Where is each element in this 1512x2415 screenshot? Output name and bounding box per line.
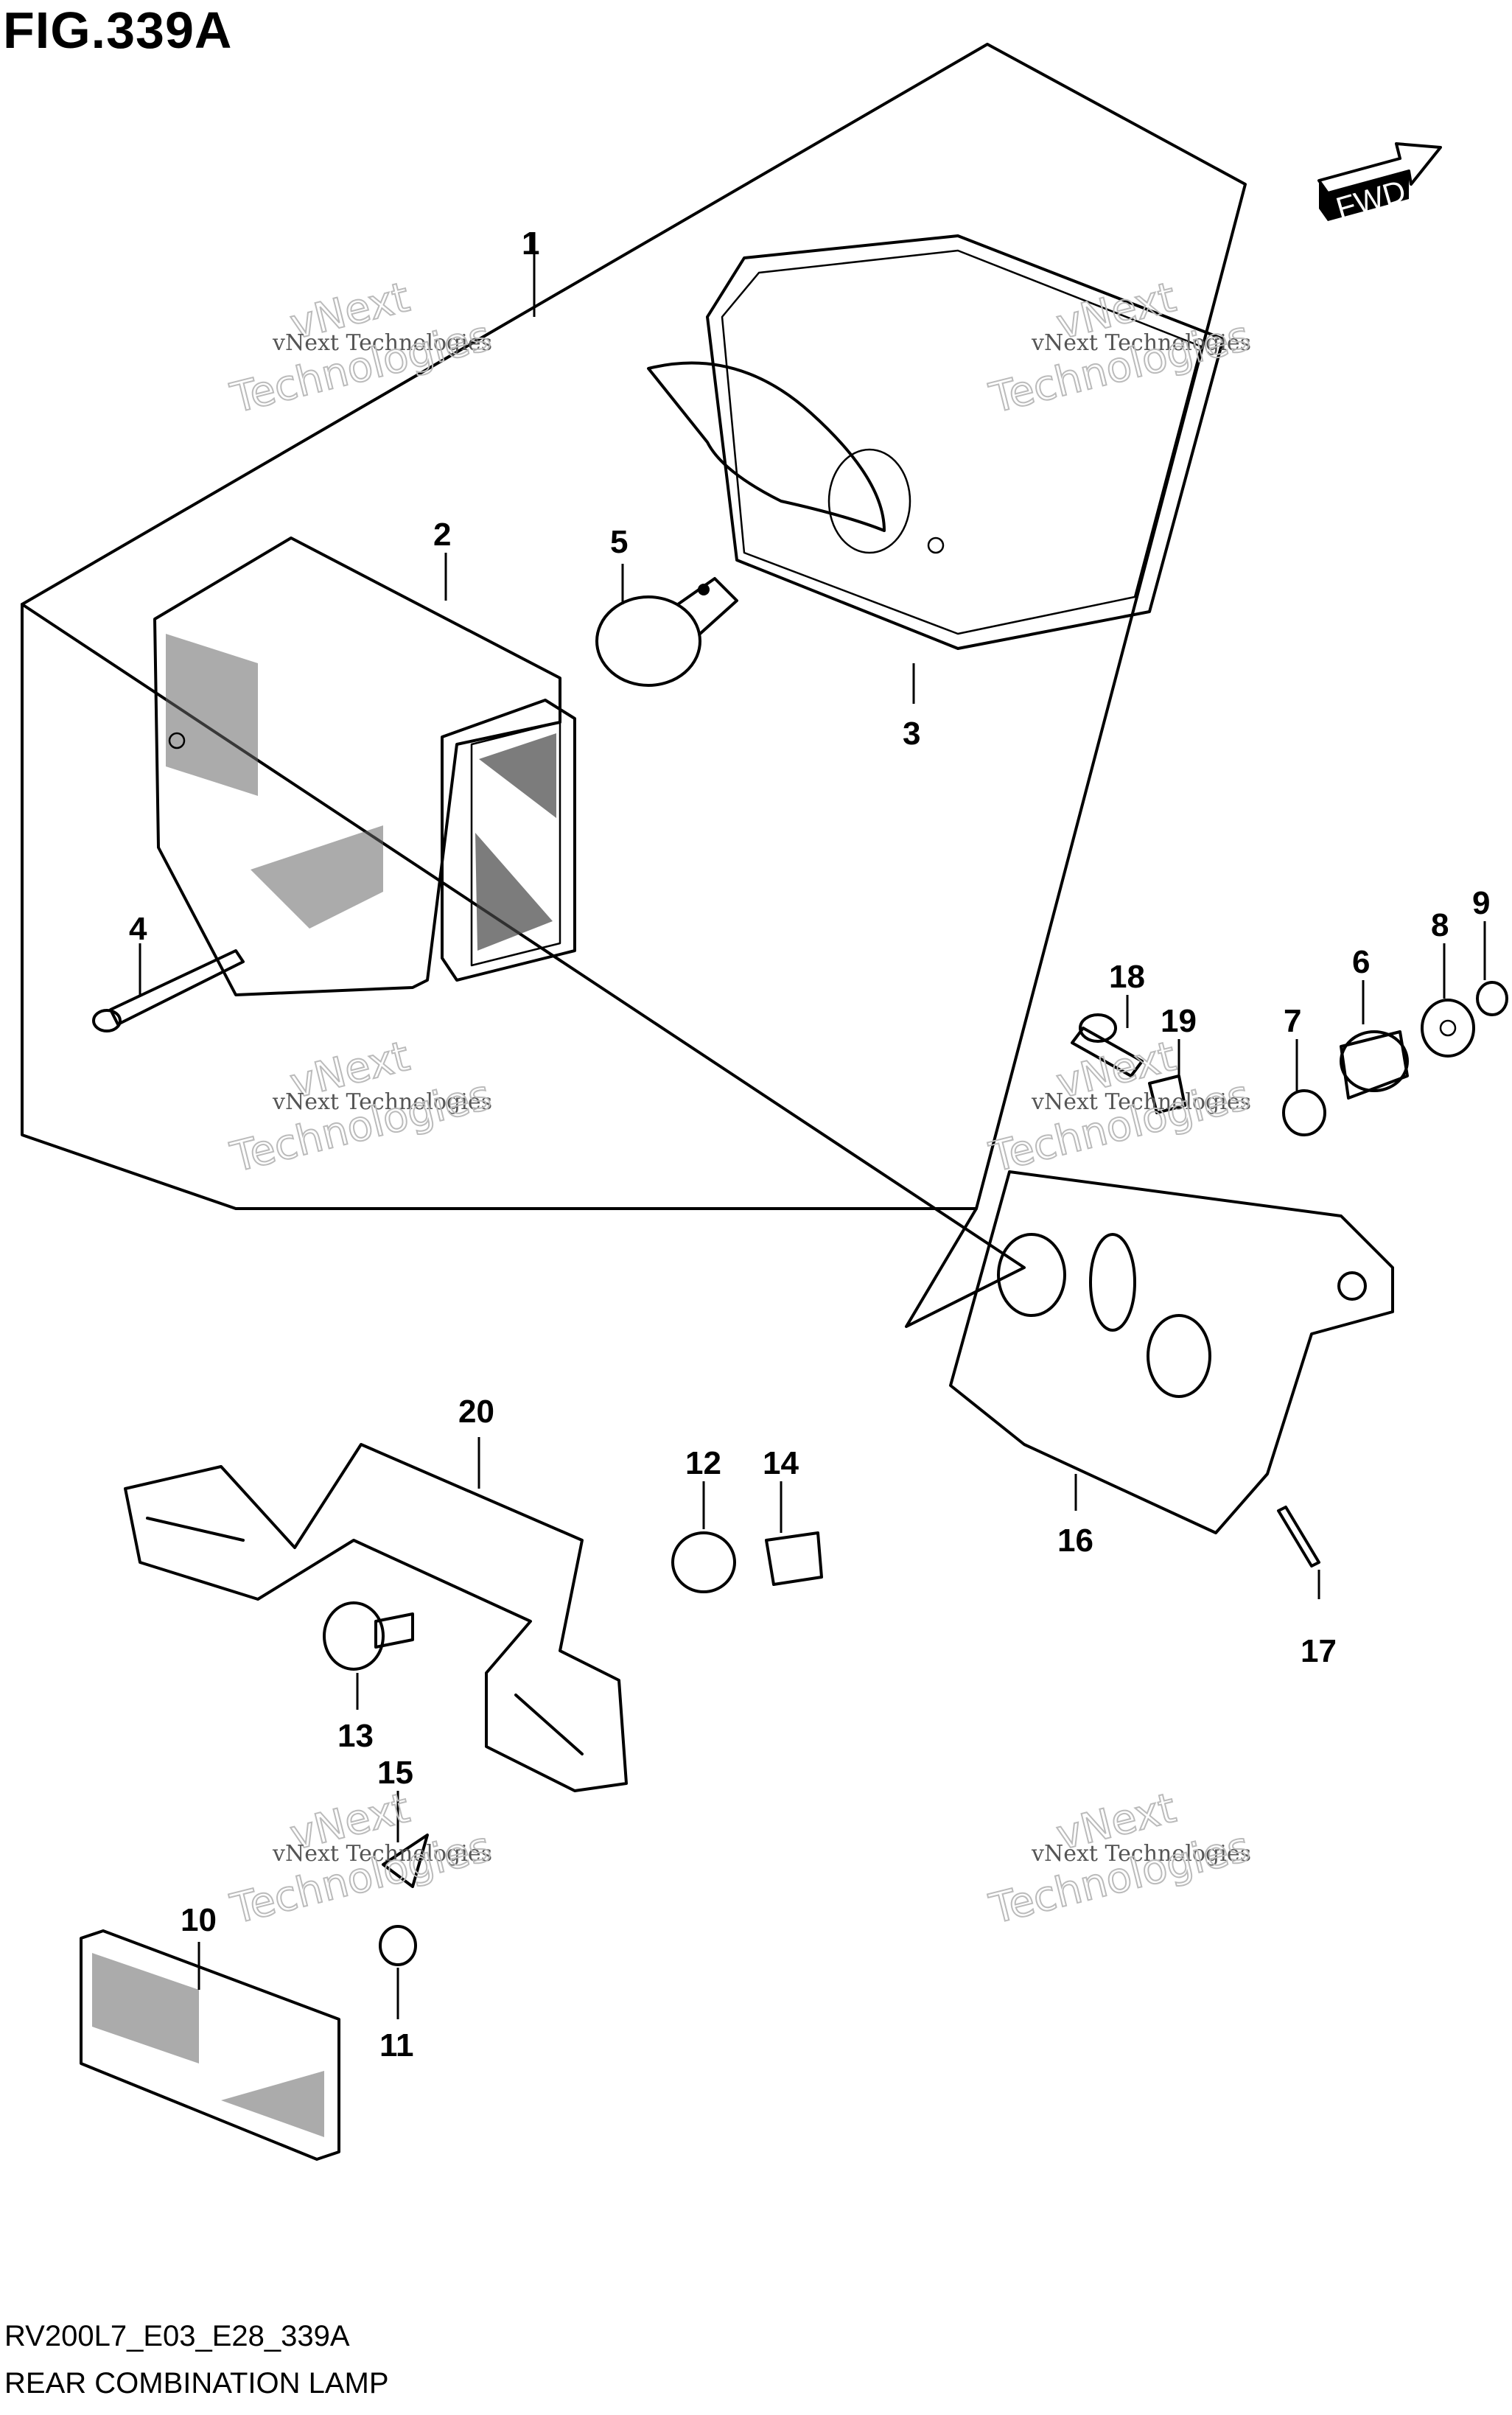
callout-3: 3: [903, 716, 920, 752]
nut-11: [379, 1925, 417, 1966]
callout-19: 19: [1161, 1003, 1197, 1039]
svg-text:vNext Technologies: vNext Technologies: [1031, 330, 1251, 356]
leader-lines: [139, 232, 1486, 2019]
watermark-mid-left: vNext vNext Technologies Technologies: [225, 1032, 497, 1183]
callout-9: 9: [1472, 885, 1490, 921]
svg-text:vNext Technologies: vNext Technologies: [1031, 1089, 1251, 1115]
reflector-part: [80, 1929, 340, 2161]
lens-part: [153, 537, 576, 996]
bulb-part: [595, 577, 738, 687]
callout-10: 10: [181, 1902, 217, 1938]
figure-caption: REAR COMBINATION LAMP: [4, 2367, 389, 2400]
screw-part: [92, 949, 245, 1032]
bolt-13: [323, 1601, 414, 1671]
figure-code: RV200L7_E03_E28_339A: [4, 2320, 350, 2352]
svg-text:vNext Technologies: vNext Technologies: [272, 1089, 492, 1115]
bracket-part: [949, 1170, 1394, 1534]
watermark-bottom-left: vNext vNext Technologies Technologies: [225, 1783, 497, 1935]
callout-6: 6: [1352, 944, 1370, 980]
callout-18: 18: [1109, 959, 1145, 995]
callout-4: 4: [129, 911, 147, 947]
callout-11: 11: [379, 2027, 414, 2063]
nut-15: [382, 1834, 429, 1888]
callout-16: 16: [1057, 1523, 1093, 1559]
callout-14: 14: [763, 1445, 799, 1481]
screw-17: [1277, 1506, 1320, 1568]
callout-13: 13: [337, 1718, 374, 1754]
callout-17: 17: [1301, 1633, 1337, 1669]
watermark-mid-right: vNext vNext Technologies Technologies: [984, 1032, 1256, 1183]
callout-12: 12: [685, 1445, 721, 1481]
watermark-bottom-right: vNext vNext Technologies Technologies: [984, 1783, 1256, 1935]
small-hardware: [1071, 981, 1508, 1136]
housing-part: [647, 234, 1225, 650]
svg-text:vNext Technologies: vNext Technologies: [1031, 1841, 1251, 1867]
watermark-top-left: vNext vNext Technologies Technologies: [225, 273, 497, 424]
callout-5: 5: [610, 524, 628, 560]
watermark-top-right: vNext vNext Technologies Technologies: [984, 273, 1256, 424]
nut-14: [765, 1531, 823, 1586]
callout-1: 1: [522, 226, 539, 262]
fwd-label: FWD: [1332, 173, 1410, 226]
fwd-arrow: FWD: [1317, 142, 1442, 226]
callout-7: 7: [1284, 1003, 1301, 1039]
callout-20: 20: [458, 1394, 494, 1430]
callout-2: 2: [433, 517, 451, 553]
watermark-line2: vNext Technologies: [272, 330, 492, 356]
figure-title: FIG.339A: [3, 1, 233, 59]
washer-12: [671, 1531, 736, 1593]
svg-text:vNext Technologies: vNext Technologies: [272, 1841, 492, 1867]
callout-8: 8: [1431, 907, 1449, 943]
callout-15: 15: [377, 1755, 413, 1791]
license-bracket: [124, 1443, 628, 1792]
